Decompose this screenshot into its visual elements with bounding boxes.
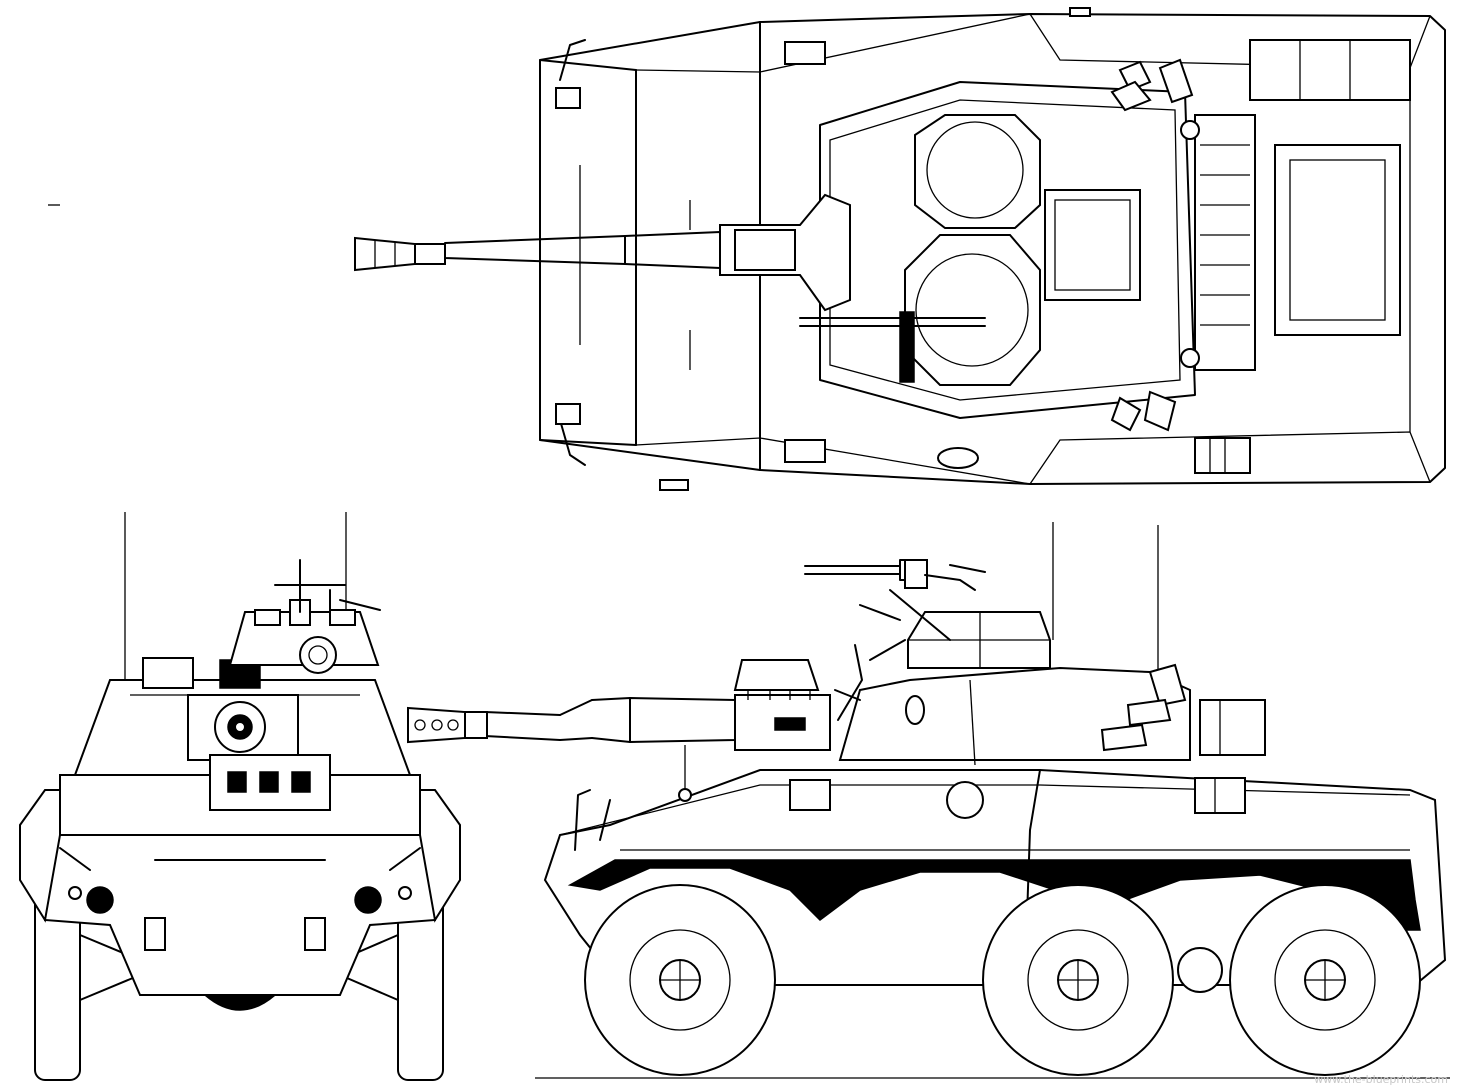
side-wheels — [584, 884, 1421, 1076]
side-main-gun — [591, 697, 736, 743]
watermark-text: www.the-blueprints.com — [1314, 1073, 1448, 1086]
top-hull-outline — [539, 13, 1446, 485]
side-view — [407, 522, 1450, 1079]
front-view — [19, 512, 461, 1081]
top-turret — [819, 81, 1196, 419]
top-main-gun — [444, 231, 721, 269]
side-muzzle-brake — [407, 706, 466, 744]
top-smoke-launchers — [1110, 58, 1194, 432]
top-muzzle-brake — [354, 236, 416, 272]
top-view — [354, 7, 1446, 491]
